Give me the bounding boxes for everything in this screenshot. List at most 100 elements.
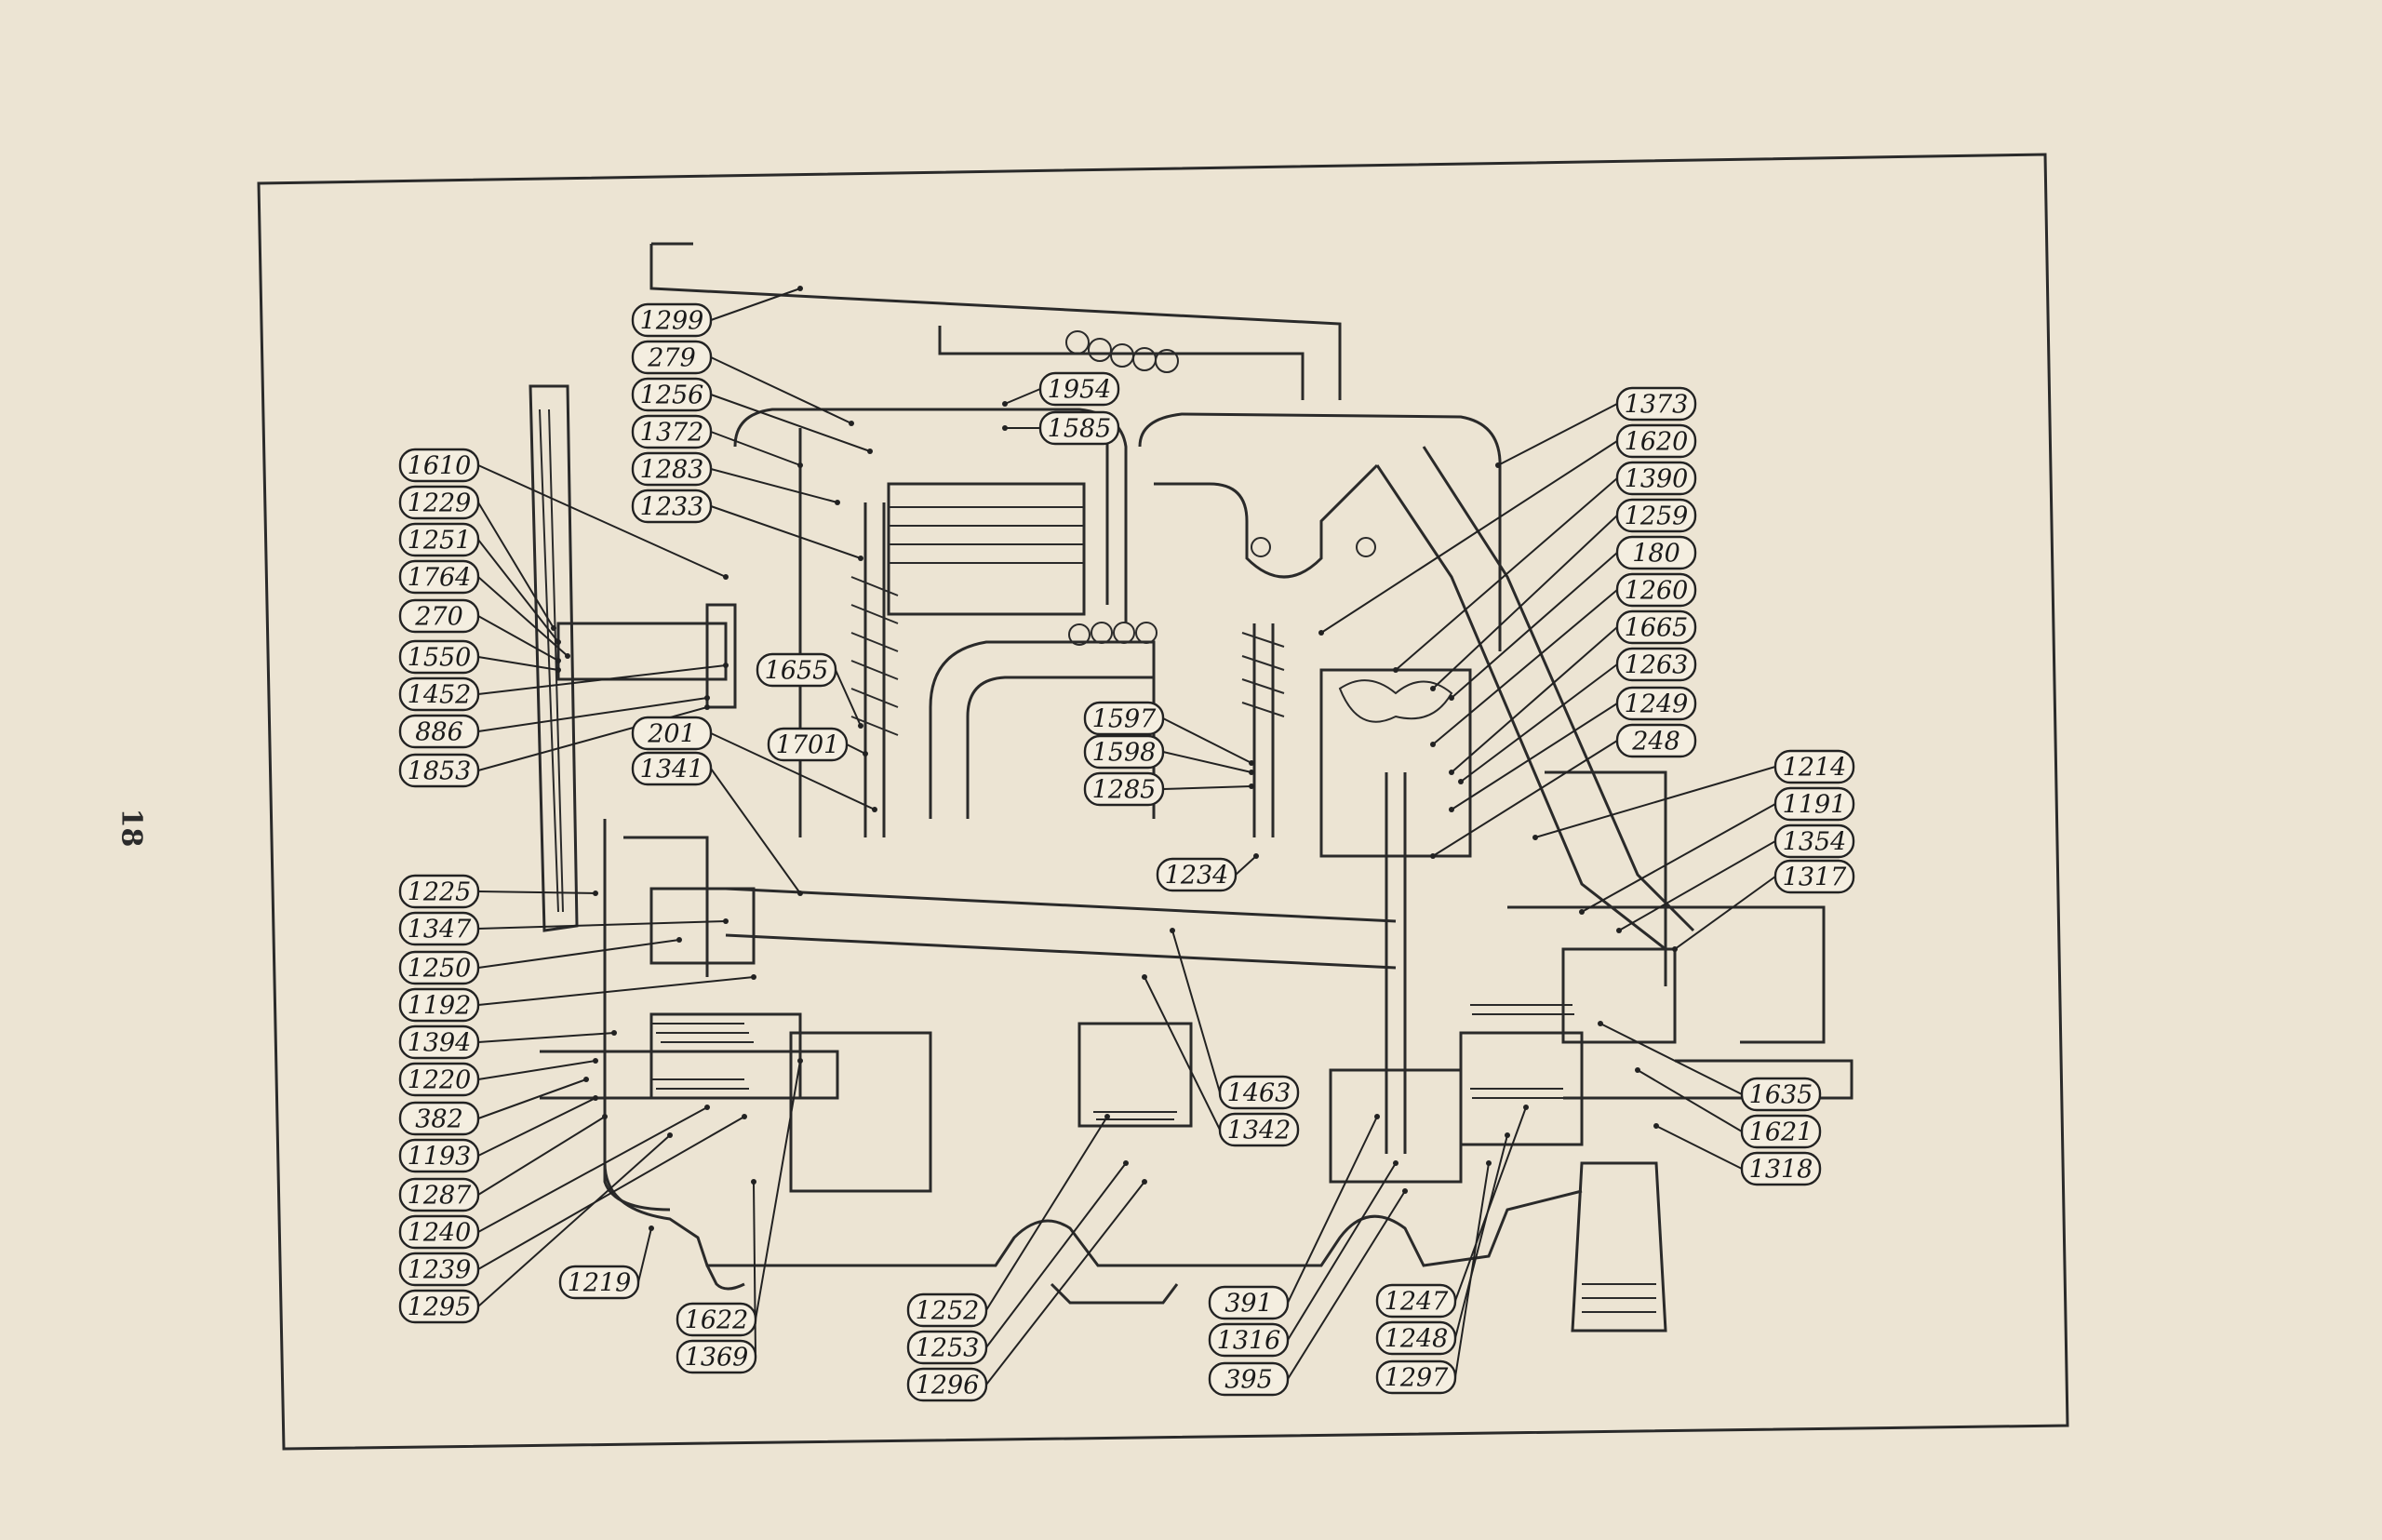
callout-number: 1585 [1048,415,1112,444]
leader-line [1637,1069,1743,1132]
callout-number: 1299 [640,307,704,336]
callout-box [1083,701,1165,736]
callout-number: 1248 [1385,1325,1449,1354]
callout-number: 1701 [776,731,840,760]
leader-line [477,539,559,643]
callout-number: 1621 [1749,1118,1813,1147]
leader-line [1581,803,1776,913]
leader-line [1451,552,1618,699]
callout-box [631,716,713,751]
callout-1372: 1372 [631,414,713,449]
leader-line [477,1078,587,1119]
leader-arrowhead [835,500,840,505]
callout-box [631,489,713,524]
callout-391: 391 [1208,1285,1290,1320]
callout-box [398,1214,480,1250]
leader-arrowhead [667,1132,673,1138]
callout-1259: 1259 [1615,498,1697,533]
callout-201: 201 [631,716,713,751]
callout-number: 1256 [640,382,704,410]
leader-line [710,505,862,559]
leader-arrowhead [1374,1114,1380,1119]
leader-arrowhead [555,639,561,645]
leader-arrowhead [1672,946,1678,952]
callout-1248: 1248 [1375,1320,1457,1356]
leader-arrowhead [1393,667,1398,673]
leader-arrowhead [551,625,556,631]
callout-1295: 1295 [398,1289,480,1324]
leader-line [477,1116,606,1196]
callout-1610: 1610 [398,448,480,483]
leader-line [477,1116,745,1270]
callout-1251: 1251 [398,522,480,557]
leader-arrowhead [583,1077,589,1082]
leader-line [477,939,680,969]
leader-arrowhead [1532,835,1538,840]
callout-1394: 1394 [398,1024,480,1060]
callout-1297: 1297 [1375,1359,1457,1395]
callout-number: 1597 [1092,705,1158,734]
leader-line [1162,751,1252,773]
callout-1369: 1369 [676,1339,757,1374]
leader-line [1599,1023,1743,1095]
leader-line [1171,930,1221,1093]
leader-arrowhead [797,891,803,896]
callout-box [1083,734,1165,770]
callout-1452: 1452 [398,676,480,712]
leader-line [985,1116,1108,1311]
callout-270: 270 [398,598,480,634]
callout-number: 279 [647,344,696,373]
leader-arrowhead [555,667,561,673]
callout-number: 1463 [1227,1079,1291,1108]
callout-1214: 1214 [1773,749,1855,784]
leader-arrowhead [797,286,803,291]
leader-arrowhead [1653,1123,1659,1129]
leader-arrowhead [863,751,868,757]
leader-arrowhead [704,704,710,710]
leader-line [477,1097,596,1157]
leader-arrowhead [1249,770,1254,775]
callout-number: 395 [1224,1366,1273,1395]
leader-arrowhead [1249,760,1254,766]
callout-1247: 1247 [1375,1283,1457,1319]
leader-line [1287,1116,1378,1304]
leader-arrowhead [1002,425,1008,431]
callout-box [631,377,713,412]
leader-line [1395,477,1618,671]
callout-box [398,874,480,909]
callout-number: 1233 [640,493,704,522]
callout-number: 1390 [1625,465,1689,494]
callout-number: 1240 [408,1219,472,1248]
callout-number: 1252 [916,1297,980,1326]
callout-box [1375,1283,1457,1319]
leader-arrowhead [1635,1067,1640,1073]
leader-line [1432,740,1618,857]
callout-number: 1229 [408,489,472,518]
leader-arrowhead [797,462,803,468]
leader-arrowhead [1579,909,1585,915]
callout-number: 1247 [1385,1288,1450,1317]
leader-line [1320,440,1618,634]
callout-1373: 1373 [1615,386,1697,422]
leader-arrowhead [611,1030,617,1036]
callout-1622: 1622 [676,1302,757,1337]
callout-1621: 1621 [1740,1114,1822,1149]
leader-arrowhead [1393,1160,1398,1166]
leader-arrowhead [1495,462,1501,468]
leader-line [1432,515,1618,690]
callout-1252: 1252 [906,1292,988,1328]
leader-line [477,615,559,662]
callout-number: 1239 [408,1256,472,1285]
leader-arrowhead [704,695,710,701]
callout-box [1615,461,1697,496]
callout-box [906,1367,988,1402]
leader-line [1674,876,1776,950]
callout-number: 1764 [408,564,472,593]
callout-number: 1295 [408,1293,472,1322]
callout-box [676,1339,757,1374]
callout-box [1615,572,1697,608]
leader-arrowhead [593,1058,598,1064]
callout-number: 248 [1631,728,1680,757]
leader-arrowhead [1249,783,1254,789]
leader-line [710,356,852,424]
